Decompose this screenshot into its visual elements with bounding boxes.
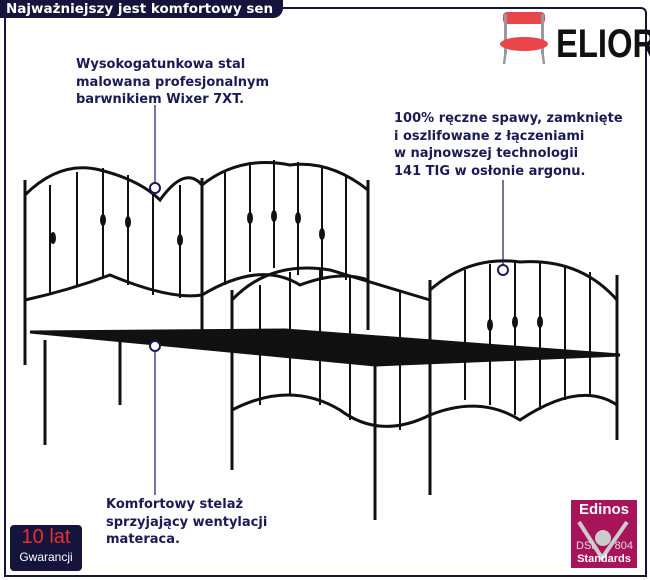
warranty-badge: 10 lat Gwarancji — [10, 525, 82, 571]
warranty-label: Gwarancji — [19, 550, 73, 564]
chair-icon — [500, 12, 548, 65]
note-slats: Komfortowy stelaż sprzyjający wentylacji… — [106, 497, 268, 547]
header-title: Najważniejszy jest komfortowy sen — [0, 0, 284, 18]
certificate-badge: Edinos DSI 804 Standards — [571, 500, 637, 568]
brand-logo: ELIOR — [556, 22, 650, 66]
certificate-left: DSI — [576, 540, 595, 552]
content-frame — [4, 7, 647, 577]
note-steel: Wysokogatunkowa stal malowana profesjona… — [76, 57, 270, 107]
warranty-years: 10 lat — [21, 526, 71, 548]
callout-lines — [149, 105, 509, 495]
certificate-v-icon — [577, 520, 629, 562]
certificate-bottom: Standards — [577, 553, 631, 565]
certificate-top: Edinos — [578, 501, 629, 518]
certificate-right: 804 — [614, 540, 633, 552]
bed-frame — [23, 160, 621, 520]
note-welds: 100% ręczne spawy, zamknięte i oszlifowa… — [394, 111, 623, 179]
